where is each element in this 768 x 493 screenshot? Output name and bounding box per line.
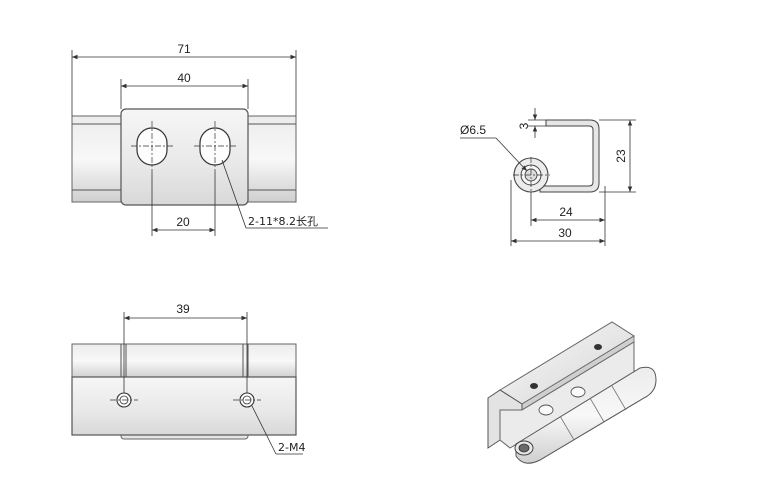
side-view: Ø6.5 3 23 24 30: [460, 108, 636, 246]
dim-slot-spacing: 20: [176, 215, 190, 229]
dim-inner-width: 24: [559, 205, 573, 219]
bottom-view: 39 2-M4: [71, 302, 305, 455]
slot-note: 2-11*8.2长孔: [248, 215, 318, 228]
side-profile: [539, 119, 600, 193]
iso-hole-1: [530, 383, 538, 389]
dim-leaf-width: 40: [177, 71, 191, 85]
hole-note: 2-M4: [278, 441, 305, 454]
dim-hole-spacing: 39: [176, 302, 190, 316]
dim-thickness: 3: [517, 122, 531, 129]
dim-outer-width: 30: [558, 226, 572, 240]
dim-pin-diameter: Ø6.5: [460, 123, 486, 137]
dim-height: 23: [614, 149, 628, 163]
iso-hole-2: [594, 344, 602, 350]
dim-overall-length: 71: [177, 42, 191, 56]
front-right-knuckle: [247, 115, 297, 203]
iso-hole-3: [538, 404, 554, 416]
iso-hole-4: [570, 386, 586, 398]
isometric-view: [487, 321, 657, 464]
front-left-knuckle: [71, 115, 123, 203]
front-view: 71 40 20 2-11*8.2长孔: [71, 42, 328, 236]
bottom-upper-body: [71, 343, 297, 379]
iso-barrel: [515, 366, 657, 464]
bottom-leaf: [71, 376, 297, 436]
